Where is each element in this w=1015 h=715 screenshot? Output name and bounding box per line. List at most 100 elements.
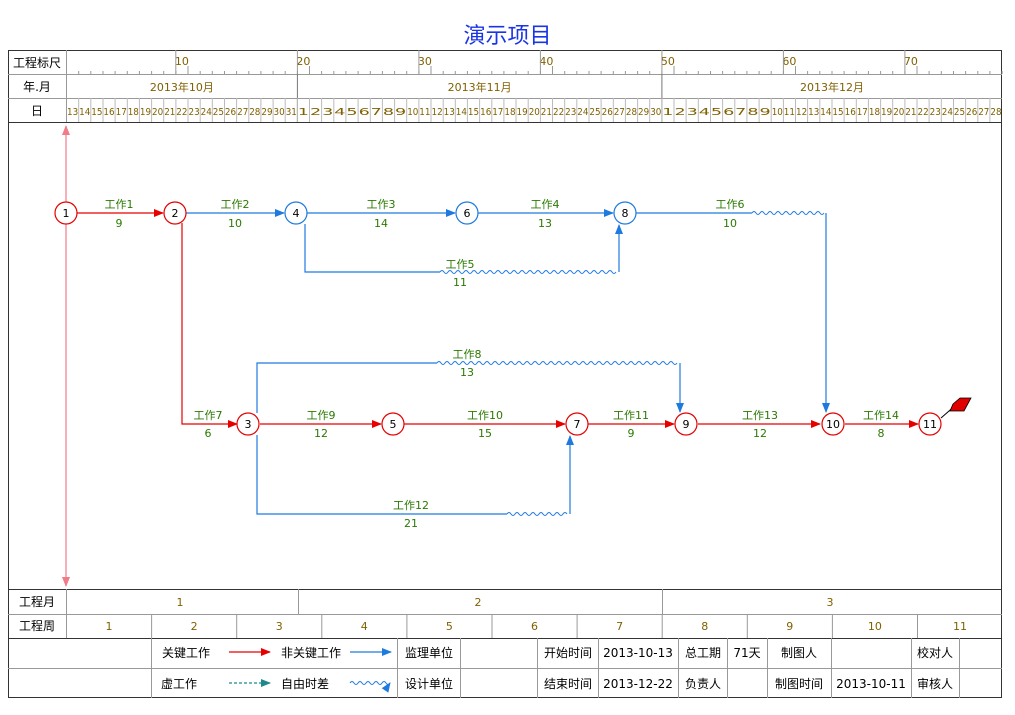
day-cell-70: 21: [905, 107, 916, 118]
project-week-6: 6: [531, 620, 538, 633]
month-cell-1: 2013年10月: [150, 80, 214, 94]
node-1[interactable]: 1: [54, 201, 78, 225]
day-cell-51: 2: [675, 107, 686, 118]
day-cell-52: 3: [687, 107, 698, 118]
node-11[interactable]: 11: [918, 412, 942, 436]
project-week-label: 工程周: [19, 618, 55, 633]
activity-7-arrow[interactable]: [181, 223, 238, 428]
day-cell-59: 10: [772, 107, 783, 118]
day-row-label: 日: [31, 104, 43, 118]
draw-time-label: 制图时间: [775, 677, 823, 691]
start-time-value: 2013-10-13: [603, 646, 673, 660]
node-7[interactable]: 7: [565, 412, 589, 436]
day-cell-25: 6: [359, 107, 370, 118]
day-cell-66: 17: [857, 107, 868, 118]
design-label: 设计单位: [405, 676, 453, 691]
scale-tick-10: 10: [175, 55, 189, 68]
scale-tick-70: 70: [904, 55, 918, 68]
project-week-8: 8: [701, 620, 708, 633]
day-cell-10: 22: [176, 107, 187, 118]
day-cell-37: 18: [504, 107, 515, 118]
node-8[interactable]: 8: [613, 201, 637, 225]
node-10-label: 10: [826, 418, 840, 431]
day-cell-75: 26: [966, 107, 977, 118]
day-cell-49: 30: [650, 107, 661, 118]
day-cell-31: 12: [432, 107, 443, 118]
activity-5-arrow[interactable]: [304, 224, 440, 273]
activity-3-duration: 14: [374, 217, 388, 230]
node-4[interactable]: 4: [284, 201, 308, 225]
day-cell-47: 28: [626, 107, 637, 118]
day-cell-15: 27: [237, 107, 248, 118]
node-6[interactable]: 6: [455, 201, 479, 225]
day-cell-72: 23: [930, 107, 941, 118]
node-3-label: 3: [245, 418, 252, 431]
activity-8-name: 工作8: [453, 348, 482, 361]
activity-10-duration: 15: [478, 427, 492, 440]
month-cells: 2013年10月 2013年11月 2013年12月: [150, 74, 864, 122]
activity-5-duration: 11: [453, 276, 467, 289]
month-cell-2: 2013年11月: [448, 80, 512, 94]
activity-arrows: [77, 209, 919, 516]
legend-dummy-label: 虚工作: [161, 677, 197, 691]
activity-10-name: 工作10: [467, 409, 503, 422]
day-cell-1: 13: [67, 107, 78, 118]
scale-tick-40: 40: [539, 55, 553, 68]
drafter-label: 制图人: [781, 646, 817, 660]
day-cell-6: 18: [128, 107, 139, 118]
activity-1-duration: 9: [116, 217, 123, 230]
node-5[interactable]: 5: [381, 412, 405, 436]
day-cell-2: 14: [79, 107, 90, 118]
day-cell-5: 17: [116, 107, 127, 118]
day-cell-21: 2: [310, 107, 321, 118]
draw-time-value: 2013-10-11: [836, 677, 906, 691]
scale-tick-50: 50: [661, 55, 675, 68]
activity-14-duration: 8: [878, 427, 885, 440]
day-cell-60: 11: [784, 107, 795, 118]
node-2[interactable]: 2: [163, 201, 187, 225]
activity-13-duration: 12: [753, 427, 767, 440]
node-7-label: 7: [574, 418, 581, 431]
scale-tick-60: 60: [782, 55, 796, 68]
activity-2-duration: 10: [228, 217, 242, 230]
project-month-1: 1: [177, 596, 184, 609]
activity-1-name: 工作1: [105, 198, 134, 211]
day-cell-33: 14: [456, 107, 467, 118]
day-cell-8: 20: [152, 107, 163, 118]
node-3[interactable]: 3: [236, 412, 260, 436]
day-cell-48: 29: [638, 107, 649, 118]
day-cell-18: 30: [274, 107, 285, 118]
node-9[interactable]: 9: [674, 412, 698, 436]
node-10[interactable]: 10: [821, 412, 845, 436]
activity-7-duration: 6: [205, 427, 212, 440]
day-cell-54: 5: [711, 107, 722, 118]
day-cell-17: 29: [261, 107, 272, 118]
finish-flag-icon: [940, 397, 972, 419]
total-duration-label: 总工期: [685, 646, 721, 660]
day-cell-28: 9: [395, 107, 406, 118]
scale-row-label: 工程标尺: [13, 55, 61, 70]
project-week-5: 5: [446, 620, 453, 633]
activity-8-arrow[interactable]: [256, 362, 437, 413]
month-cell-3: 2013年12月: [800, 80, 864, 94]
scale-tick-20: 20: [296, 55, 310, 68]
scale-tick-30: 30: [418, 55, 432, 68]
project-week-4: 4: [361, 620, 368, 633]
activity-12-duration: 21: [404, 517, 418, 530]
day-cell-65: 16: [845, 107, 856, 118]
day-cell-32: 13: [444, 107, 455, 118]
day-cell-16: 28: [249, 107, 260, 118]
day-cell-3: 15: [91, 107, 102, 118]
proofreader-label: 校对人: [917, 645, 953, 660]
activity-12-arrow[interactable]: [256, 435, 507, 515]
activity-8-float: [436, 361, 678, 365]
day-cell-74: 25: [954, 107, 965, 118]
project-week-10: 10: [868, 620, 882, 633]
activity-5-float: [439, 270, 617, 274]
day-cell-69: 20: [893, 107, 904, 118]
day-cell-50: 1: [662, 107, 673, 118]
